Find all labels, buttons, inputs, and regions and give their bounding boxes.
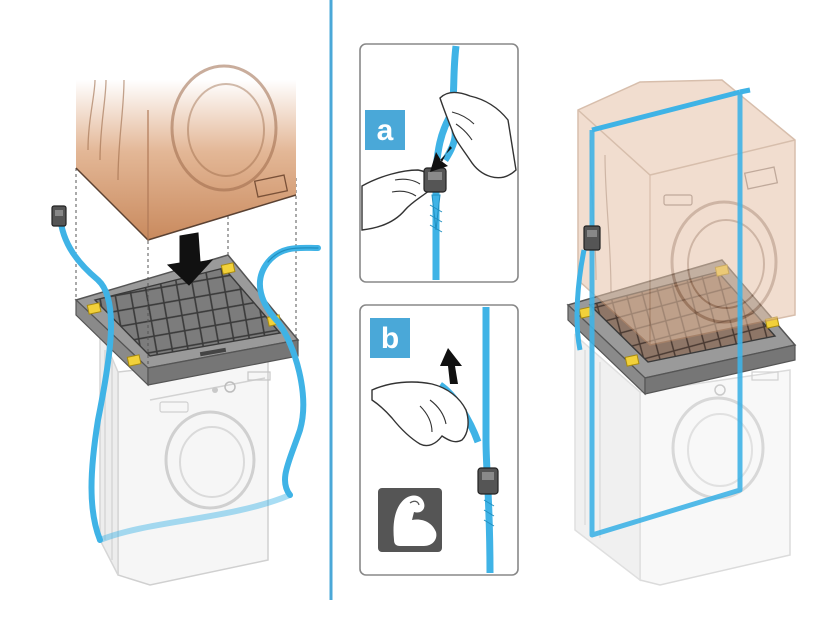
step-a-panel: a — [359, 43, 519, 283]
step-a-badge — [365, 110, 405, 150]
step-b-label: b — [381, 322, 399, 355]
stacking-frame-left — [74, 254, 300, 387]
arrow-down-icon — [430, 146, 452, 172]
strap-left — [57, 212, 321, 543]
flexed-arm-icon — [378, 488, 442, 552]
dryer-left — [75, 64, 297, 241]
dryer-right — [577, 79, 796, 346]
guide-lines-left — [75, 162, 297, 368]
left-illustration — [51, 64, 321, 586]
strap-right — [589, 87, 751, 538]
step-b-badge — [370, 318, 410, 358]
right-illustration — [566, 79, 797, 586]
buckle-left — [51, 205, 67, 227]
step-a-label: a — [377, 114, 394, 147]
arrow-down-icon — [166, 232, 214, 286]
arrow-up-icon — [440, 348, 462, 384]
buckle-right — [574, 225, 601, 351]
step-b-panel: b — [359, 304, 519, 576]
